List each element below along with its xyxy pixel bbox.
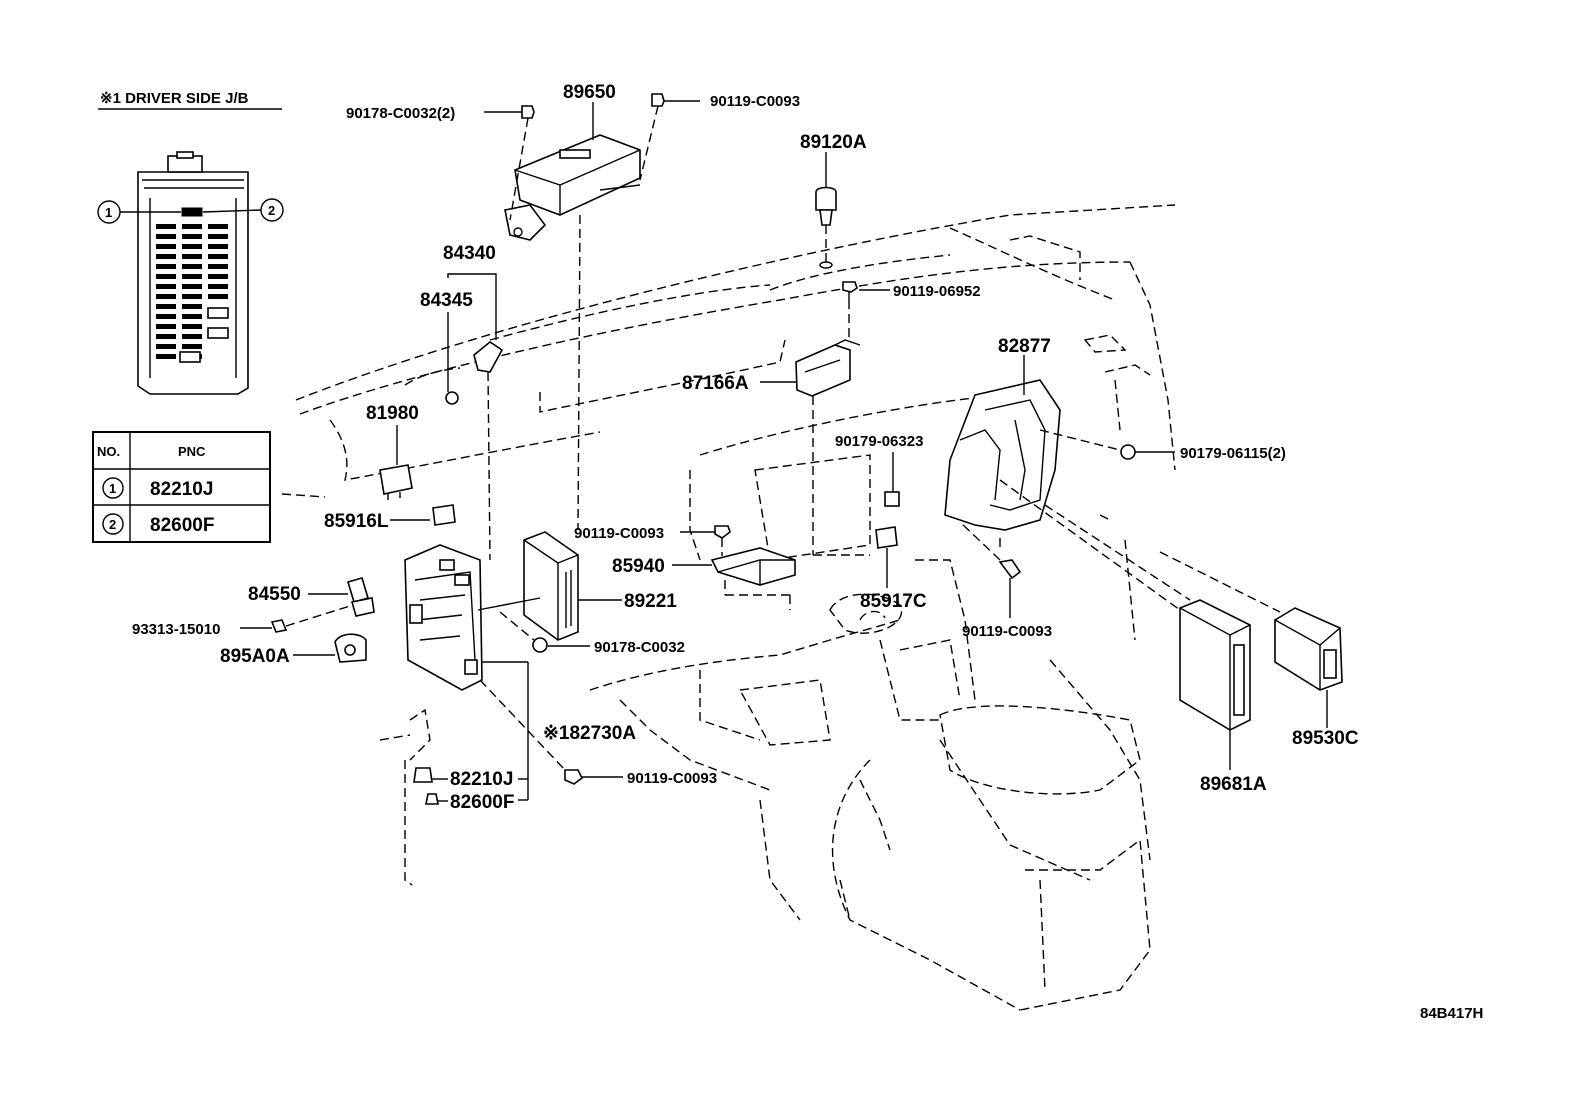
label-89221: 89221 bbox=[624, 591, 677, 612]
fuse-slot bbox=[182, 344, 202, 349]
pnc-row-2-value: 82600F bbox=[150, 515, 214, 536]
fuse-slot bbox=[182, 244, 202, 249]
pnc-table: NO. PNC 1 82210J 2 82600F bbox=[92, 431, 271, 543]
fuse-slot bbox=[182, 234, 202, 239]
fuse-slot bbox=[156, 234, 176, 239]
part-89650-drawing bbox=[504, 134, 641, 241]
label-84550: 84550 bbox=[248, 584, 301, 605]
fuse-slot bbox=[156, 354, 176, 359]
junction-block-drawing bbox=[404, 544, 483, 691]
part-labels: 89650 90178-C0032(2) 90119-C0093 89120A … bbox=[132, 82, 1359, 813]
part-82877-drawing bbox=[944, 379, 1061, 531]
callout-1-label: 1 bbox=[105, 205, 112, 220]
jb-inset-title: ※1 DRIVER SIDE J/B bbox=[100, 90, 249, 107]
fuse-slot bbox=[182, 294, 202, 299]
fuse-slot bbox=[156, 224, 176, 229]
label-895a0a: 895A0A bbox=[220, 646, 290, 667]
label-85917c: 85917C bbox=[860, 591, 927, 612]
fuse-slot bbox=[182, 284, 202, 289]
diagram-code: 84B417H bbox=[1420, 1005, 1483, 1022]
label-82877: 82877 bbox=[998, 336, 1051, 357]
pnc-row-2-no: 2 bbox=[109, 517, 116, 532]
label-82730a: ※182730A bbox=[543, 723, 636, 744]
fuse-slot bbox=[208, 244, 228, 249]
fuse-slot bbox=[156, 294, 176, 299]
label-90119-c0093-bottom: 90119-C0093 bbox=[627, 770, 717, 787]
dashboard-outline bbox=[281, 204, 1176, 1011]
label-90179-06115-2: 90179-06115(2) bbox=[1180, 445, 1286, 462]
fuse-slot bbox=[208, 264, 228, 269]
label-84345: 84345 bbox=[420, 290, 473, 311]
fuse-slot bbox=[182, 334, 202, 339]
fuse-slot bbox=[156, 284, 176, 289]
fuse-slot bbox=[182, 314, 202, 319]
fuse-slot bbox=[182, 274, 202, 279]
label-89650: 89650 bbox=[563, 82, 616, 103]
label-89120a: 89120A bbox=[800, 132, 867, 153]
label-90119-c0093-top: 90119-C0093 bbox=[710, 93, 800, 110]
fuse-slot bbox=[208, 274, 228, 279]
fuse-slot bbox=[156, 254, 176, 259]
fuse-slot bbox=[156, 344, 176, 349]
fuse-slot bbox=[156, 304, 176, 309]
part-84550-drawing bbox=[347, 577, 375, 617]
pnc-table-header-no: NO. bbox=[97, 444, 120, 459]
fuse-slot bbox=[156, 334, 176, 339]
fuse-slot bbox=[182, 324, 202, 329]
fuse-slot bbox=[208, 234, 228, 239]
pnc-row-1-no: 1 bbox=[109, 481, 116, 496]
part-85916l-drawing bbox=[432, 504, 456, 526]
label-90178-c0032: 90178-C0032 bbox=[594, 639, 685, 656]
label-85940: 85940 bbox=[612, 556, 665, 577]
part-89221-drawing bbox=[523, 531, 579, 641]
label-87166a: 87166A bbox=[682, 373, 749, 394]
label-85916l: 85916L bbox=[324, 511, 389, 532]
part-895a0a-drawing bbox=[334, 633, 367, 663]
label-81980: 81980 bbox=[366, 403, 419, 424]
label-82600f: 82600F bbox=[450, 792, 514, 813]
label-82210j: 82210J bbox=[450, 769, 513, 790]
fuse-slot bbox=[208, 284, 228, 289]
fuse-slot bbox=[156, 274, 176, 279]
fuse-slot bbox=[208, 294, 228, 299]
part-89681a-drawing bbox=[1179, 599, 1251, 731]
label-84340: 84340 bbox=[443, 243, 496, 264]
part-89530c-drawing bbox=[1274, 607, 1343, 691]
label-90179-06323: 90179-06323 bbox=[835, 433, 923, 450]
fuse-slot bbox=[208, 224, 228, 229]
label-90178-c0032-2: 90178-C0032(2) bbox=[346, 105, 455, 122]
fuse-grid bbox=[156, 207, 228, 359]
part-85917c-drawing bbox=[875, 526, 898, 549]
label-90119-c0093-mid: 90119-C0093 bbox=[574, 525, 664, 542]
fuse-slot bbox=[182, 224, 202, 229]
fuse-slot bbox=[156, 244, 176, 249]
pnc-row-1-value: 82210J bbox=[150, 479, 213, 500]
driver-side-jb-inset: ※1 DRIVER SIDE J/B 1 2 bbox=[97, 90, 284, 395]
part-89120a-drawing bbox=[815, 186, 837, 269]
label-90119-06952: 90119-06952 bbox=[893, 283, 981, 300]
label-90119-c0093-right: 90119-C0093 bbox=[962, 623, 1052, 640]
fuse-slot bbox=[156, 314, 176, 319]
part-84340-drawing bbox=[445, 341, 504, 405]
label-93313-15010: 93313-15010 bbox=[132, 621, 220, 638]
part-87166a-drawing bbox=[795, 339, 861, 397]
label-89681a: 89681A bbox=[1200, 774, 1267, 795]
label-89530c: 89530C bbox=[1292, 728, 1359, 749]
pnc-table-header-pnc: PNC bbox=[178, 444, 206, 459]
part-81980-drawing bbox=[379, 464, 413, 500]
fuse-slot bbox=[182, 264, 202, 269]
fuse-slot bbox=[156, 324, 176, 329]
part-85940-drawing bbox=[710, 547, 796, 586]
callout-2-label: 2 bbox=[268, 203, 275, 218]
fuse-slot bbox=[156, 264, 176, 269]
fuse-slot bbox=[182, 254, 202, 259]
fuse-slot bbox=[182, 304, 202, 309]
fuse-slot bbox=[208, 254, 228, 259]
